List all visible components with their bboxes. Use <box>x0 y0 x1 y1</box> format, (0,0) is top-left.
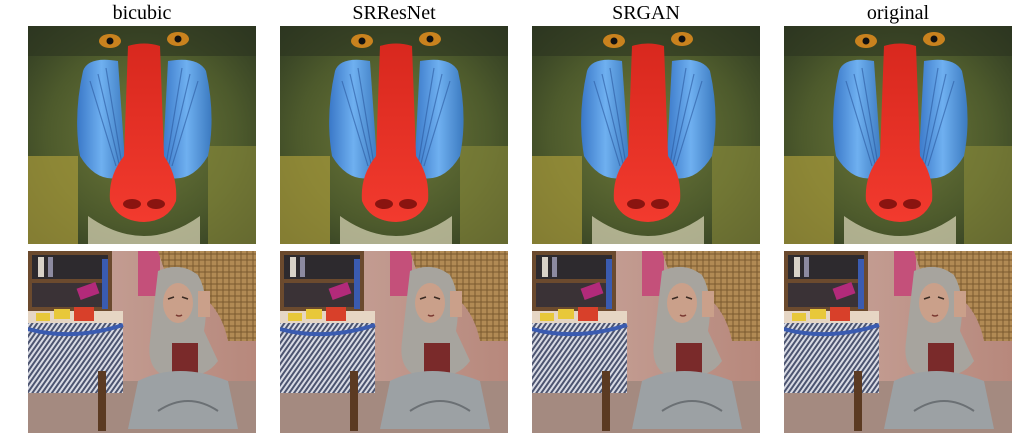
mandrill-image <box>784 26 1012 244</box>
barbara-image <box>532 251 760 433</box>
barbara-image <box>784 251 1012 433</box>
barbara-image <box>280 251 508 433</box>
barbara-image <box>28 251 256 433</box>
column-label: bicubic <box>112 2 172 24</box>
mandrill-image <box>28 26 256 244</box>
column-label: SRGAN <box>612 2 680 24</box>
column-label: original <box>866 2 930 24</box>
mandrill-image <box>280 26 508 244</box>
mandrill-image <box>532 26 760 244</box>
column-label: SRResNet <box>352 2 436 24</box>
